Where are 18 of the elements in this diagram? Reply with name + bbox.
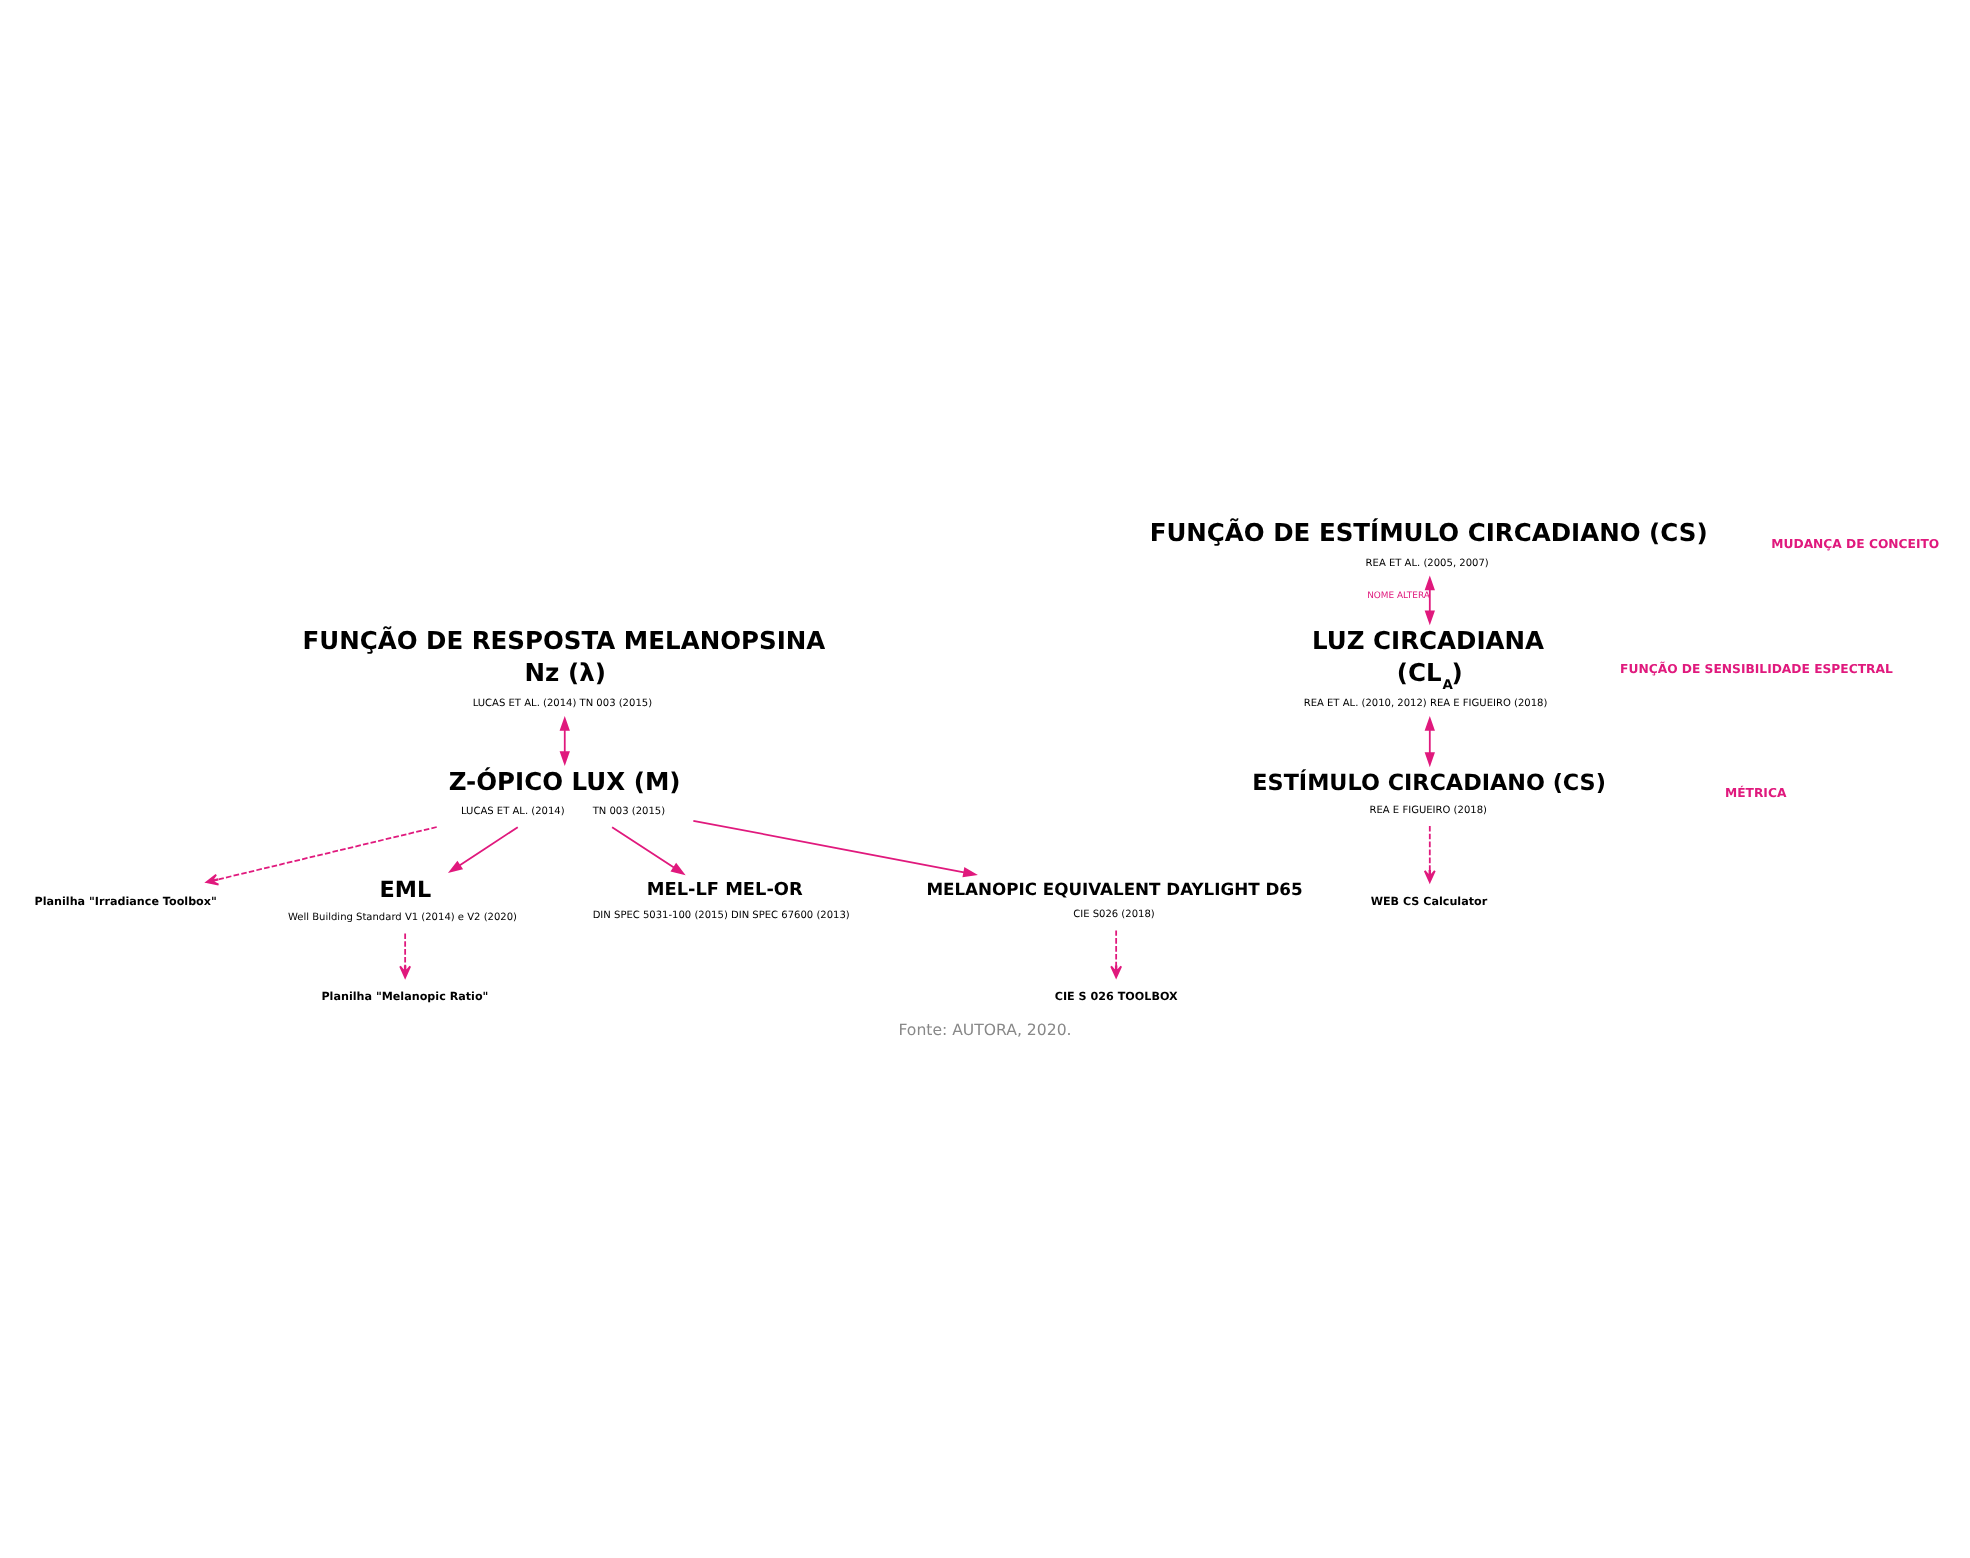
arrow: [205, 826, 438, 886]
arrow: [1424, 716, 1435, 768]
arrow: [692, 819, 978, 878]
node-text: LUZ CIRCADIANA (CL$_{A}$): [1312, 627, 1545, 694]
node-text: Z-ÓPICO LUX (M): [448, 768, 681, 797]
node-text: EML: [379, 876, 432, 903]
node-text: FUNÇÃO DE ESTÍMULO CIRCADIANO (CS): [1149, 519, 1708, 548]
arrow: [611, 826, 686, 876]
arrow: [1424, 575, 1435, 626]
node-text: FUNÇÃO DE RESPOSTA MELANOPSINA Nz (λ): [302, 627, 826, 688]
arrow: [1423, 825, 1436, 883]
arrow: [559, 716, 570, 767]
arrow: [447, 826, 519, 874]
node-text: MELANOPIC EQUIVALENT DAYLIGHT D65: [926, 878, 1303, 899]
node-text: ESTÍMULO CIRCADIANO (CS): [1252, 769, 1606, 796]
arrow: [399, 932, 412, 979]
arrow: [1110, 929, 1123, 979]
node-text: MEL-LF MEL-OR: [646, 881, 803, 902]
